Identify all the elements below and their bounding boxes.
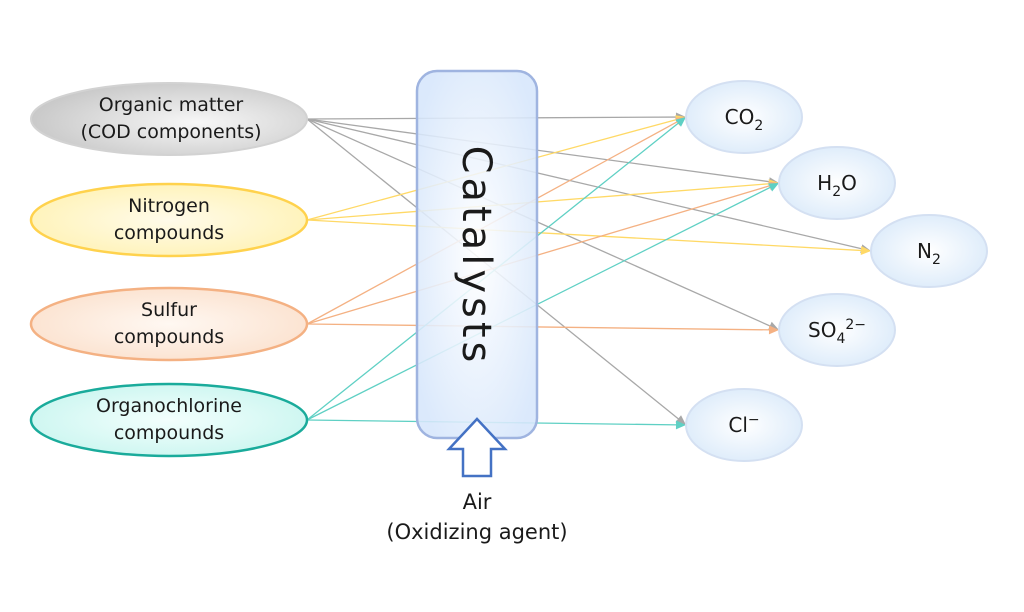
source-label-line1: Organochlorine — [96, 395, 242, 417]
product-label: CO2 — [725, 105, 764, 134]
connection-organic-to-h2o — [306, 118, 772, 183]
source-organochlorine-compounds: Organochlorine compounds — [29, 382, 309, 458]
product-label: H2O — [817, 171, 857, 200]
product-cl: Cl− — [685, 388, 803, 462]
source-ellipse — [29, 382, 309, 458]
product-ellipse — [778, 146, 896, 220]
product-so4: SO42− — [778, 293, 896, 367]
product-ellipse — [778, 293, 896, 367]
connection-nitrogen-to-h2o — [306, 182, 772, 221]
source-label-line1: Sulfur — [141, 299, 197, 321]
product-label: Cl− — [728, 412, 759, 437]
product-ellipse — [685, 80, 803, 154]
air-inflow-arrow-icon — [446, 417, 508, 478]
arrowhead-icon — [675, 420, 686, 430]
product-h2o: H2O — [778, 146, 896, 220]
arrowhead-icon — [768, 183, 779, 192]
product-label: SO42− — [808, 317, 866, 347]
source-label-line2: compounds — [114, 222, 224, 244]
source-ellipse — [30, 82, 308, 156]
connection-organic-to-so4 — [306, 118, 772, 328]
source-ellipse — [29, 182, 309, 258]
catalyst-label: Catalysts — [453, 146, 499, 367]
source-label-line2: compounds — [114, 326, 224, 348]
product-ellipse — [685, 388, 803, 462]
source-organic-matter: Organic matter (COD components) — [30, 82, 308, 156]
product-co2: CO2 — [685, 80, 803, 154]
source-label-line1: Organic matter — [99, 94, 244, 116]
connection-nitrogen-to-n2 — [306, 219, 864, 252]
connection-sulfur-to-so4 — [306, 323, 772, 331]
source-label-line2: compounds — [114, 422, 224, 444]
arrowhead-icon — [768, 325, 779, 335]
product-label: N2 — [917, 239, 941, 268]
source-label-line1: Nitrogen — [128, 195, 210, 217]
connection-sulfur-to-h2o — [306, 184, 772, 325]
oxidizing-agent-label: (Oxidizing agent) — [386, 520, 567, 544]
arrowhead-icon — [675, 117, 686, 127]
air-label: Air — [463, 490, 492, 514]
connection-organochlorine-to-h2o — [306, 186, 773, 421]
connection-lines — [306, 112, 871, 430]
arrowhead-icon — [860, 245, 871, 255]
source-label-line2: (COD components) — [80, 121, 261, 143]
source-nitrogen-compounds: Nitrogen compounds — [29, 182, 309, 258]
product-n2: N2 — [870, 214, 988, 288]
product-ellipse — [870, 214, 988, 288]
catalyst-box: Catalysts — [415, 69, 539, 440]
source-sulfur-compounds: Sulfur compounds — [29, 286, 309, 362]
connection-organic-to-n2 — [306, 118, 864, 250]
source-ellipse — [29, 286, 309, 362]
